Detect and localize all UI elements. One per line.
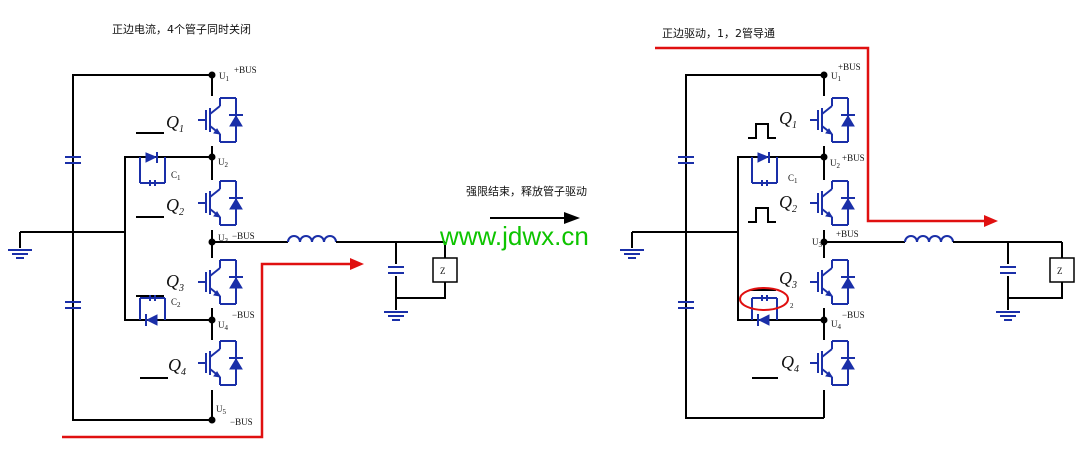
label-u2: U2 <box>218 157 229 169</box>
label-u4: U4 <box>218 320 229 332</box>
left-current-arrow <box>350 258 364 270</box>
label-q4: Q4 <box>168 355 186 378</box>
svg-text:Q1: Q1 <box>779 108 797 131</box>
label-q2: Q2 <box>166 195 184 218</box>
label-q1: Q1 <box>166 112 184 135</box>
left-circuit: 正边电流，4个管子同时关闭 <box>7 22 458 439</box>
svg-text:Z: Z <box>1057 266 1063 276</box>
svg-text:Z: Z <box>440 266 446 276</box>
svg-text:Q3: Q3 <box>779 268 797 291</box>
svg-text:+BUS: +BUS <box>838 62 861 72</box>
svg-text:U2: U2 <box>830 158 841 170</box>
svg-text:2: 2 <box>790 302 794 310</box>
label-u5: U5 <box>216 404 227 416</box>
svg-text:U3: U3 <box>812 237 823 249</box>
node-u1 <box>208 71 216 79</box>
label-c1: C1 <box>171 170 181 182</box>
right-caption: 正边驱动，1，2管导通 <box>662 26 775 40</box>
right-current-arrow <box>984 215 998 227</box>
label-c2: C2 <box>171 297 181 309</box>
right-circuit: 正边驱动，1，2管导通 <box>619 26 1075 419</box>
svg-text:−BUS: −BUS <box>230 417 253 427</box>
transition: 强限结束，释放管子驱动 www.jdwx.cn <box>439 184 589 251</box>
transition-arrow <box>564 212 580 224</box>
label-q3: Q3 <box>166 271 184 294</box>
svg-text:−BUS: −BUS <box>842 310 865 320</box>
svg-text:+BUS: +BUS <box>234 65 257 75</box>
left-caption: 正边电流，4个管子同时关闭 <box>112 22 251 36</box>
svg-text:U4: U4 <box>831 319 842 331</box>
svg-text:Q4: Q4 <box>781 352 799 375</box>
watermark: www.jdwx.cn <box>439 221 589 251</box>
middle-caption: 强限结束，释放管子驱动 <box>466 184 587 198</box>
node-u5 <box>208 416 216 424</box>
label-u3: U3 <box>218 233 229 245</box>
svg-text:−BUS: −BUS <box>232 231 255 241</box>
svg-text:Q2: Q2 <box>779 192 797 215</box>
svg-text:C1: C1 <box>788 173 798 185</box>
svg-text:−BUS: −BUS <box>232 310 255 320</box>
label-u1: U1 <box>219 71 230 83</box>
svg-text:U1: U1 <box>831 71 842 83</box>
svg-text:+BUS: +BUS <box>836 229 859 239</box>
svg-text:+BUS: +BUS <box>842 153 865 163</box>
c2-highlight-ellipse <box>739 287 789 311</box>
